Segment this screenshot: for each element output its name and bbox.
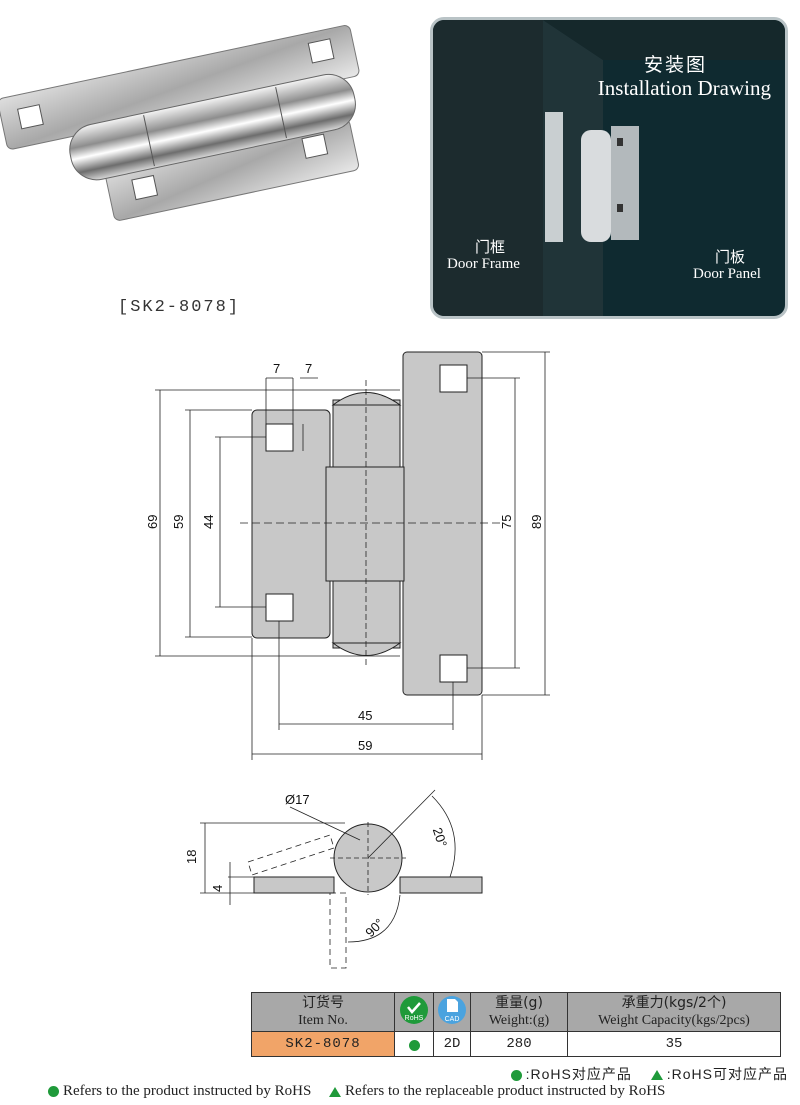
door-frame-label-en: Door Frame [447,256,520,272]
dim-89: 89 [529,515,544,529]
cell-capacity: 35 [567,1031,781,1057]
legend-triangle-icon [650,1070,663,1081]
dim-45: 45 [358,708,372,723]
dim-69: 69 [145,515,160,529]
dim-square-width: 7 [273,361,280,376]
cad-icon: CAD [438,995,466,1024]
installation-panel: 安装图 Installation Drawing 门框 Door Frame 门… [430,17,788,319]
cell-cad: 2D [433,1031,471,1057]
legend-cn-replace: :RoHS可对应产品 [666,1066,788,1082]
header-capacity-en: Weight Capacity(kgs/2pcs) [598,1013,750,1028]
legend-cn-rohs: :RoHS对应产品 [525,1066,632,1082]
dim-59-vertical: 59 [171,515,186,529]
header-item-en: Item No. [298,1013,348,1028]
cell-weight: 280 [470,1031,568,1057]
header-item-no: 订货号 Item No. [251,992,395,1032]
cad-icon-label: CAD [445,1016,460,1023]
header-rohs: RoHS [394,992,434,1032]
cell-item-no: SK2-8078 [251,1031,395,1057]
dim-square-height: 7 [305,361,312,376]
rohs-icon: RoHS [400,995,428,1024]
header-cad: CAD [433,992,471,1032]
install-title-en: Installation Drawing [597,76,771,100]
header-item-cn: 订货号 [302,995,344,1011]
cell-rohs [394,1031,434,1057]
dim-height-18: 18 [184,850,199,864]
order-table: 订货号 Item No. RoHS CAD 重量(g) Weight:(g) 承… [251,992,781,1057]
dim-75: 75 [499,515,514,529]
rohs-icon-label: RoHS [405,1015,424,1022]
door-panel-label-cn: 门板 [715,249,746,266]
dim-rotate-angle: 90° [362,916,387,941]
table-header-row: 订货号 Item No. RoHS CAD 重量(g) Weight:(g) 承… [251,992,781,1032]
legend-en-triangle-icon [329,1086,342,1097]
header-capacity: 承重力(kgs/2个) Weight Capacity(kgs/2pcs) [567,992,781,1032]
header-capacity-cn: 承重力(kgs/2个) [621,995,727,1011]
table-row: SK2-8078 2D 280 35 [251,1031,781,1057]
dim-44: 44 [201,515,216,529]
side-view-drawing: Ø17 20° 18 4 90° [184,789,483,969]
legend-en-dot-icon [48,1086,59,1098]
model-caption: [SK2-8078] [118,298,241,317]
dim-59-horizontal: 59 [358,738,372,753]
header-weight-cn: 重量(g) [495,995,543,1011]
legend-en-replace: Refers to the replaceable product instru… [345,1083,666,1099]
legend-en: Refers to the product instructed by RoHS… [48,1083,665,1100]
legend-dot-icon [510,1069,522,1081]
rohs-dot-icon [408,1039,420,1051]
install-title-cn: 安装图 [643,55,707,76]
front-view-drawing: 7 7 69 59 44 75 89 45 59 [145,351,550,760]
legend-en-rohs: Refers to the product instructed by RoHS [63,1083,312,1099]
door-frame-label-cn: 门框 [475,239,506,256]
door-panel-label-en: Door Panel [693,266,761,282]
installation-illustration [433,20,785,316]
dim-thickness-4: 4 [210,885,225,892]
header-weight-en: Weight:(g) [488,1013,550,1028]
legend-cn: :RoHS对应产品 :RoHS可对应产品 [510,1064,788,1084]
product-photo [0,25,360,221]
dim-open-angle: 20° [430,826,450,849]
dim-diameter: Ø17 [285,792,310,807]
header-weight: 重量(g) Weight:(g) [470,992,568,1032]
